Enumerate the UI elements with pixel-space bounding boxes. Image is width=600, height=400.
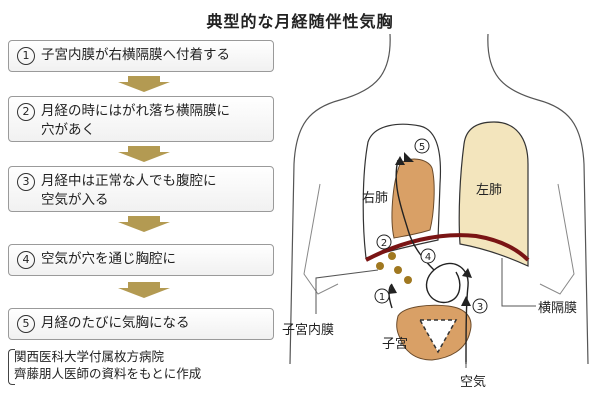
- left-lung: [458, 121, 529, 267]
- marker-2: 2: [376, 234, 392, 250]
- uterus-label: 子宮: [382, 336, 408, 352]
- endometrium-dot: [394, 266, 402, 274]
- left-arm-outline: [539, 183, 575, 295]
- down-arrow-icon: [118, 216, 170, 232]
- step-5: 5 月経のたびに気胸になる: [8, 308, 274, 340]
- svg-text:3: 3: [477, 302, 483, 313]
- diaphragm-label: 横隔膜: [538, 301, 577, 316]
- svg-text:1: 1: [379, 292, 385, 303]
- step-text: 月経中は正常な人でも腹腔に 空気が入る: [41, 173, 217, 208]
- step-4: 4 空気が穴を通じ胸腔に: [8, 244, 274, 276]
- marker-4: 4: [420, 248, 436, 264]
- down-arrow-icon: [118, 146, 170, 162]
- source-line-1: 関西医科大学付属枚方病院: [14, 349, 165, 364]
- source-line-2: 齊藤朋人医師の資料をもとに作成: [14, 366, 202, 381]
- torso-diagram: 1 2 3 4 5 右肺 左肺 横隔膜 子宮内膜 子宮 空気: [282, 34, 589, 390]
- step-number: 5: [17, 315, 35, 333]
- svg-text:4: 4: [425, 252, 431, 263]
- source-bracket: [8, 349, 15, 385]
- step-number: 4: [17, 251, 35, 269]
- step-text: 子宮内膜が右横隔膜へ付着する: [41, 47, 230, 63]
- flow-arrow-icon: [395, 156, 405, 165]
- uterus-to-diaphragm-path: [388, 283, 393, 309]
- step-1: 1 子宮内膜が右横隔膜へ付着する: [8, 40, 274, 72]
- endometrium-dot: [376, 262, 384, 270]
- step-text: 月経のたびに気胸になる: [41, 315, 190, 331]
- step-number: 1: [17, 47, 35, 65]
- flow-arrow-icon: [388, 284, 397, 294]
- diaphragm: [365, 233, 530, 262]
- source-note: 関西医科大学付属枚方病院 齊藤朋人医師の資料をもとに作成: [8, 348, 274, 382]
- torso-outline: [289, 34, 589, 365]
- step-text: 月経の時にはがれ落ち横隔膜に 穴があく: [41, 103, 230, 138]
- uterus-cavity: [418, 319, 458, 354]
- down-arrow-icon: [118, 76, 170, 92]
- air-label: 空気: [460, 374, 486, 390]
- step-2: 2 月経の時にはがれ落ち横隔膜に 穴があく: [8, 96, 274, 142]
- step-number: 3: [17, 173, 35, 191]
- step-number: 2: [17, 103, 35, 121]
- svg-text:2: 2: [381, 238, 387, 249]
- flow-arrow-icon: [404, 152, 414, 162]
- marker-3: 3: [472, 298, 488, 314]
- endometrium-label: 子宮内膜: [282, 322, 334, 338]
- down-arrow-icon: [118, 282, 170, 298]
- endometrium-dot: [404, 276, 412, 284]
- left-lung-label: 左肺: [476, 183, 502, 198]
- endometrium-dot: [388, 252, 396, 260]
- right-lung: [391, 158, 435, 239]
- right-lung-label: 右肺: [362, 191, 388, 206]
- page-title: 典型的な月経随伴性気胸: [206, 12, 394, 31]
- flow-arrow-icon: [462, 268, 472, 278]
- svg-text:5: 5: [419, 142, 425, 153]
- right-arm-outline: [303, 183, 339, 295]
- step-3: 3 月経中は正常な人でも腹腔に 空気が入る: [8, 166, 274, 212]
- marker-1: 1: [374, 288, 390, 304]
- step-text: 空気が穴を通じ胸腔に: [41, 251, 176, 267]
- endometrium-leader: [315, 269, 379, 314]
- marker-5: 5: [414, 138, 430, 154]
- flow-arrow-icon: [461, 296, 471, 306]
- diaphragm-leader: [501, 258, 536, 307]
